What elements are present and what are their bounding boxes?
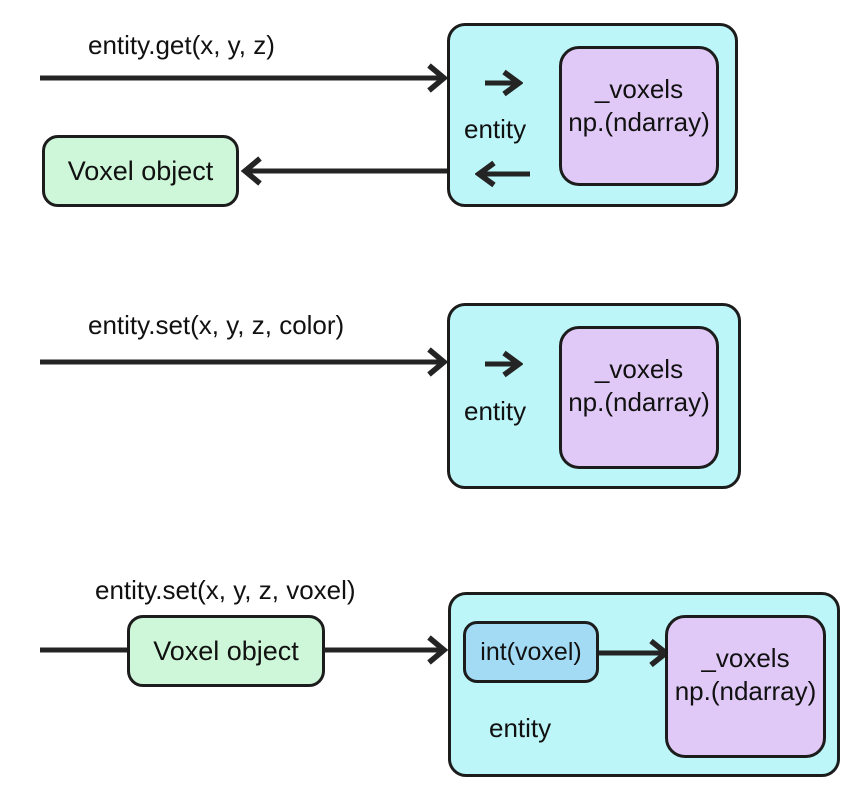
- voxels-label: _voxels: [594, 74, 684, 104]
- ndarray-label: np.(ndarray): [568, 387, 710, 417]
- arrow-right-icon: [324, 635, 448, 665]
- arrow-right-icon: [485, 69, 523, 97]
- arrow-left-icon: [241, 156, 448, 186]
- arrow-right-icon: [40, 63, 448, 93]
- get-call-label: entity.get(x, y, z): [88, 30, 275, 60]
- voxels-array-box: _voxels np.(ndarray): [559, 46, 719, 186]
- voxels-array-box: _voxels np.(ndarray): [665, 615, 826, 758]
- voxels-label: _voxels: [701, 643, 790, 673]
- entity-box: entity _voxels np.(ndarray): [447, 23, 738, 207]
- entity-label: entity: [464, 396, 527, 426]
- entity-label: entity: [464, 114, 527, 144]
- entity-box: int(voxel) _voxels np.(ndarray) entity: [448, 592, 840, 777]
- int-voxel-box: int(voxel): [463, 621, 599, 683]
- arrow-right-icon: [40, 347, 448, 377]
- voxels-label: _voxels: [594, 354, 684, 384]
- entity-label: entity: [489, 713, 552, 743]
- ndarray-label: np.(ndarray): [568, 107, 710, 137]
- voxel-object-label: Voxel object: [153, 635, 299, 666]
- int-voxel-label: int(voxel): [480, 637, 582, 666]
- set-voxel-call-label: entity.set(x, y, z, voxel): [95, 575, 356, 605]
- arrow-right-icon: [599, 638, 669, 668]
- set-color-call-label: entity.set(x, y, z, color): [88, 310, 345, 340]
- ndarray-label: np.(ndarray): [674, 676, 817, 706]
- arrow-right-icon: [485, 350, 523, 378]
- voxel-object-label: Voxel object: [67, 155, 214, 186]
- entity-box: entity _voxels np.(ndarray): [447, 303, 741, 489]
- arrow-left-icon: [475, 160, 530, 188]
- voxels-array-box: _voxels np.(ndarray): [559, 326, 719, 469]
- voxel-object-box: Voxel object: [42, 135, 239, 207]
- line-segment: [40, 647, 132, 653]
- voxel-object-box: Voxel object: [127, 615, 325, 687]
